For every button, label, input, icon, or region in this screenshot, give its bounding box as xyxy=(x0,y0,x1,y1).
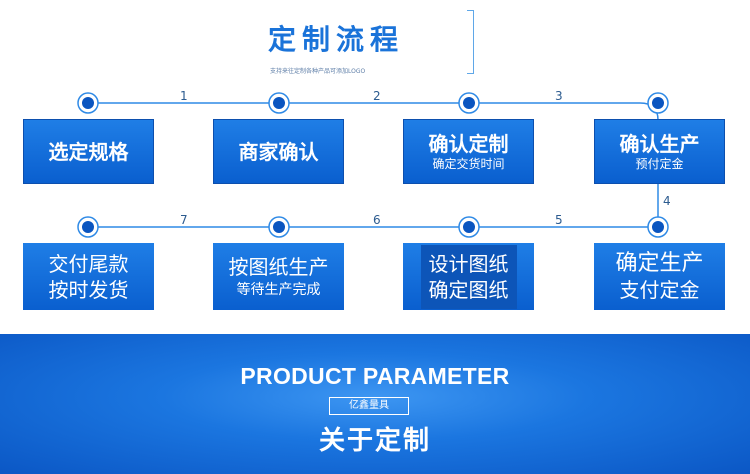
node-dot xyxy=(647,92,669,114)
step-box-design-drawing: 设计图纸 确定图纸 xyxy=(403,243,534,310)
step-box-line1: 交付尾款 xyxy=(48,251,129,276)
step-number-4: 4 xyxy=(663,194,671,208)
page-subtitle: 支持来往定制各种产品可添加LOGO xyxy=(270,68,366,75)
step-number-7: 7 xyxy=(180,213,188,227)
step-box-line2: 确定图纸 xyxy=(428,277,509,302)
node-dots xyxy=(77,92,669,238)
brand-tag: 亿鑫量具 xyxy=(329,397,409,415)
step-number-1: 1 xyxy=(180,89,188,103)
parameter-banner xyxy=(0,334,750,474)
step-box-confirm-production: 确认生产 预付定金 xyxy=(594,119,725,184)
step-box-label: 选定规格 xyxy=(48,139,129,164)
step-box-line2: 等待生产完成 xyxy=(236,281,321,298)
step-box-produce-by-drawing: 按图纸生产 等待生产完成 xyxy=(213,243,344,310)
step-box-label: 确认生产 xyxy=(619,131,700,156)
step-box-label: 商家确认 xyxy=(238,139,319,164)
step-box-confirm-custom: 确认定制 确定交货时间 xyxy=(403,119,534,184)
node-dot xyxy=(77,92,99,114)
node-dot xyxy=(458,216,480,238)
step-box-inner: 设计图纸 确定图纸 xyxy=(420,244,517,309)
top-connector-line xyxy=(88,102,659,121)
step-box-line1: 确定生产 xyxy=(615,250,704,276)
step-box-line2: 支付定金 xyxy=(619,277,700,302)
step-box-label: 确认定制 xyxy=(428,131,509,156)
step-box-confirm-production-pay: 确定生产 支付定金 xyxy=(594,243,725,310)
node-dot xyxy=(647,216,669,238)
node-dot xyxy=(268,92,290,114)
step-box-select-spec: 选定规格 xyxy=(23,119,154,184)
step-number-5: 5 xyxy=(555,213,563,227)
step-number-3: 3 xyxy=(555,89,563,103)
step-box-sublabel: 确定交货时间 xyxy=(432,156,505,171)
banner-english-title: PRODUCT PARAMETER xyxy=(240,363,510,389)
step-box-line1: 按图纸生产 xyxy=(228,254,329,279)
step-box-line1: 设计图纸 xyxy=(428,251,509,276)
title-bracket xyxy=(467,10,474,74)
step-box-final-payment: 交付尾款 按时发货 xyxy=(23,243,154,310)
flow-connector-diagram xyxy=(77,92,669,238)
node-dot xyxy=(77,216,99,238)
step-number-6: 6 xyxy=(373,213,381,227)
title-block: 定制流程 支持来往定制各种产品可添加LOGO xyxy=(266,10,474,75)
node-dot xyxy=(458,92,480,114)
page-title: 定制流程 xyxy=(268,23,405,56)
step-box-merchant-confirm: 商家确认 xyxy=(213,119,344,184)
step-box-line2: 按时发货 xyxy=(48,277,129,302)
step-box-sublabel: 预付定金 xyxy=(635,156,684,171)
banner-chinese-title: 关于定制 xyxy=(318,426,431,456)
node-dot xyxy=(268,216,290,238)
step-number-2: 2 xyxy=(373,89,381,103)
